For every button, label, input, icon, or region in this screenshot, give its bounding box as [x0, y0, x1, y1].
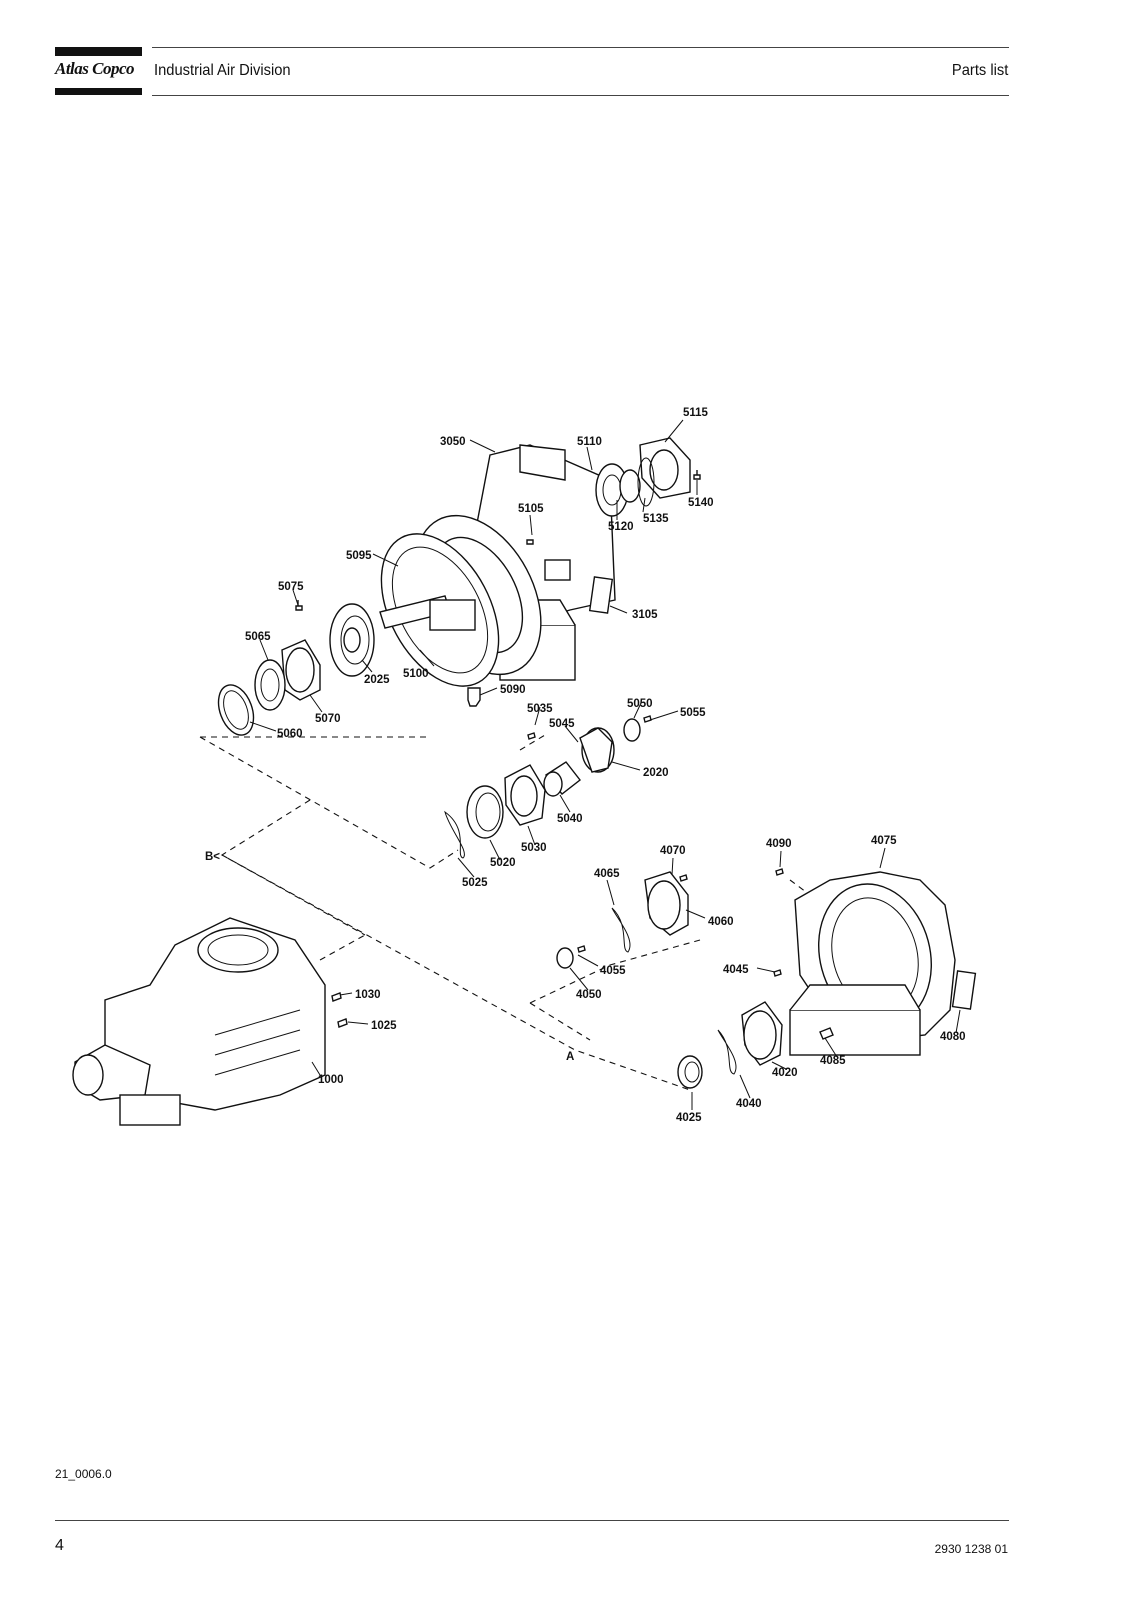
- callout-5045: 5045: [549, 718, 575, 730]
- callout-5100: 5100: [403, 668, 429, 680]
- header-rule-top: [152, 47, 1009, 48]
- pin-4085: [819, 1027, 834, 1040]
- callout-5050: 5050: [627, 698, 653, 710]
- callout-4075: 4075: [871, 835, 897, 847]
- assembly-line-b-left: [220, 799, 366, 936]
- cover-5030: [504, 764, 546, 826]
- callout-5135: 5135: [643, 513, 669, 525]
- callout-5020: 5020: [490, 857, 516, 869]
- callout-4060: 4060: [708, 916, 734, 928]
- callout-a: A: [566, 1051, 574, 1063]
- callout-labels: 5115 3050 5110 5140 5105 5120 5135 5095 …: [205, 407, 966, 1124]
- bearing-5110: [595, 463, 641, 517]
- callout-5105: 5105: [518, 503, 544, 515]
- callout-1025: 1025: [371, 1020, 397, 1032]
- callout-5055: 5055: [680, 707, 706, 719]
- callout-5035: 5035: [527, 703, 553, 715]
- callout-b: B<: [205, 851, 220, 863]
- callout-5025: 5025: [462, 877, 488, 889]
- callout-4025: 4025: [676, 1112, 702, 1124]
- pad-4080: [951, 970, 977, 1010]
- assembly-line-a: [221, 854, 691, 1091]
- callout-3105: 3105: [632, 609, 658, 621]
- callout-4090: 4090: [766, 838, 792, 850]
- small-screws: [295, 470, 784, 1028]
- compressor-element-1000: [72, 917, 326, 1126]
- callout-5065: 5065: [245, 631, 271, 643]
- callout-5075: 5075: [278, 581, 304, 593]
- sleeve-5040: [543, 761, 581, 797]
- cover-4060: [644, 871, 689, 936]
- cover-5115: [639, 437, 691, 499]
- callout-4080: 4080: [940, 1031, 966, 1043]
- seal-4025: [677, 1055, 703, 1089]
- figure-reference: 21_0006.0: [55, 1467, 112, 1481]
- plug-5090: [467, 687, 481, 707]
- callout-4070: 4070: [660, 845, 686, 857]
- header-rule-bottom: [152, 95, 1009, 96]
- callout-4085: 4085: [820, 1055, 846, 1067]
- gear-2020: [579, 727, 615, 773]
- assembly-line-rear: [529, 939, 701, 1041]
- callout-5070: 5070: [315, 713, 341, 725]
- callout-1030: 1030: [355, 989, 381, 1001]
- callout-5110: 5110: [577, 436, 602, 448]
- callout-4050: 4050: [576, 989, 602, 1001]
- document-number: 2930 1238 01: [934, 1542, 1008, 1556]
- gear-2025: [329, 603, 375, 677]
- callout-1000: 1000: [318, 1074, 344, 1086]
- document-type: Parts list: [951, 62, 1008, 79]
- washer-4050: [556, 947, 574, 969]
- callout-5060: 5060: [277, 728, 303, 740]
- callout-5090: 5090: [500, 684, 526, 696]
- callout-4055: 4055: [600, 965, 626, 977]
- housing-4075: [789, 871, 956, 1056]
- assembly-line-bottom: [319, 934, 366, 961]
- callout-5120: 5120: [608, 521, 634, 533]
- shaft-5100: [379, 595, 476, 631]
- callout-2020: 2020: [643, 767, 669, 779]
- o-ring-4040: [717, 1029, 737, 1075]
- assembly-line-b-upper: [199, 736, 459, 869]
- logo-bottom-bar: [55, 88, 142, 95]
- callout-5140: 5140: [688, 497, 714, 509]
- callout-5040: 5040: [557, 813, 583, 825]
- cover-4020: [741, 1001, 783, 1066]
- washer-5050: [623, 718, 641, 742]
- o-ring-4065: [611, 907, 631, 953]
- callout-4065: 4065: [594, 868, 620, 880]
- callout-2025: 2025: [364, 674, 390, 686]
- division-title: Industrial Air Division: [154, 62, 291, 79]
- brand-logo: Atlas Copco: [55, 59, 135, 78]
- callout-5095: 5095: [346, 550, 372, 562]
- footer-rule: [55, 1520, 1009, 1521]
- callout-5030: 5030: [521, 842, 547, 854]
- pad-3105: [588, 576, 614, 614]
- assembly-line-screw: [519, 734, 811, 896]
- o-ring-5135: [637, 457, 655, 507]
- seal-5020: [466, 785, 504, 839]
- callout-4020: 4020: [772, 1067, 798, 1079]
- callout-4045: 4045: [723, 964, 749, 976]
- callout-5115: 5115: [683, 407, 709, 419]
- page-number: 4: [55, 1537, 64, 1554]
- logo-top-bar: [55, 47, 142, 56]
- callout-leaders: [249, 419, 961, 1110]
- seal-ring-5060: [217, 684, 255, 736]
- callout-3050: 3050: [440, 436, 466, 448]
- bearing-5065: [254, 659, 286, 711]
- callout-4040: 4040: [736, 1098, 762, 1110]
- bearing-cover-5070: [281, 639, 321, 701]
- o-ring-5025: [444, 810, 465, 859]
